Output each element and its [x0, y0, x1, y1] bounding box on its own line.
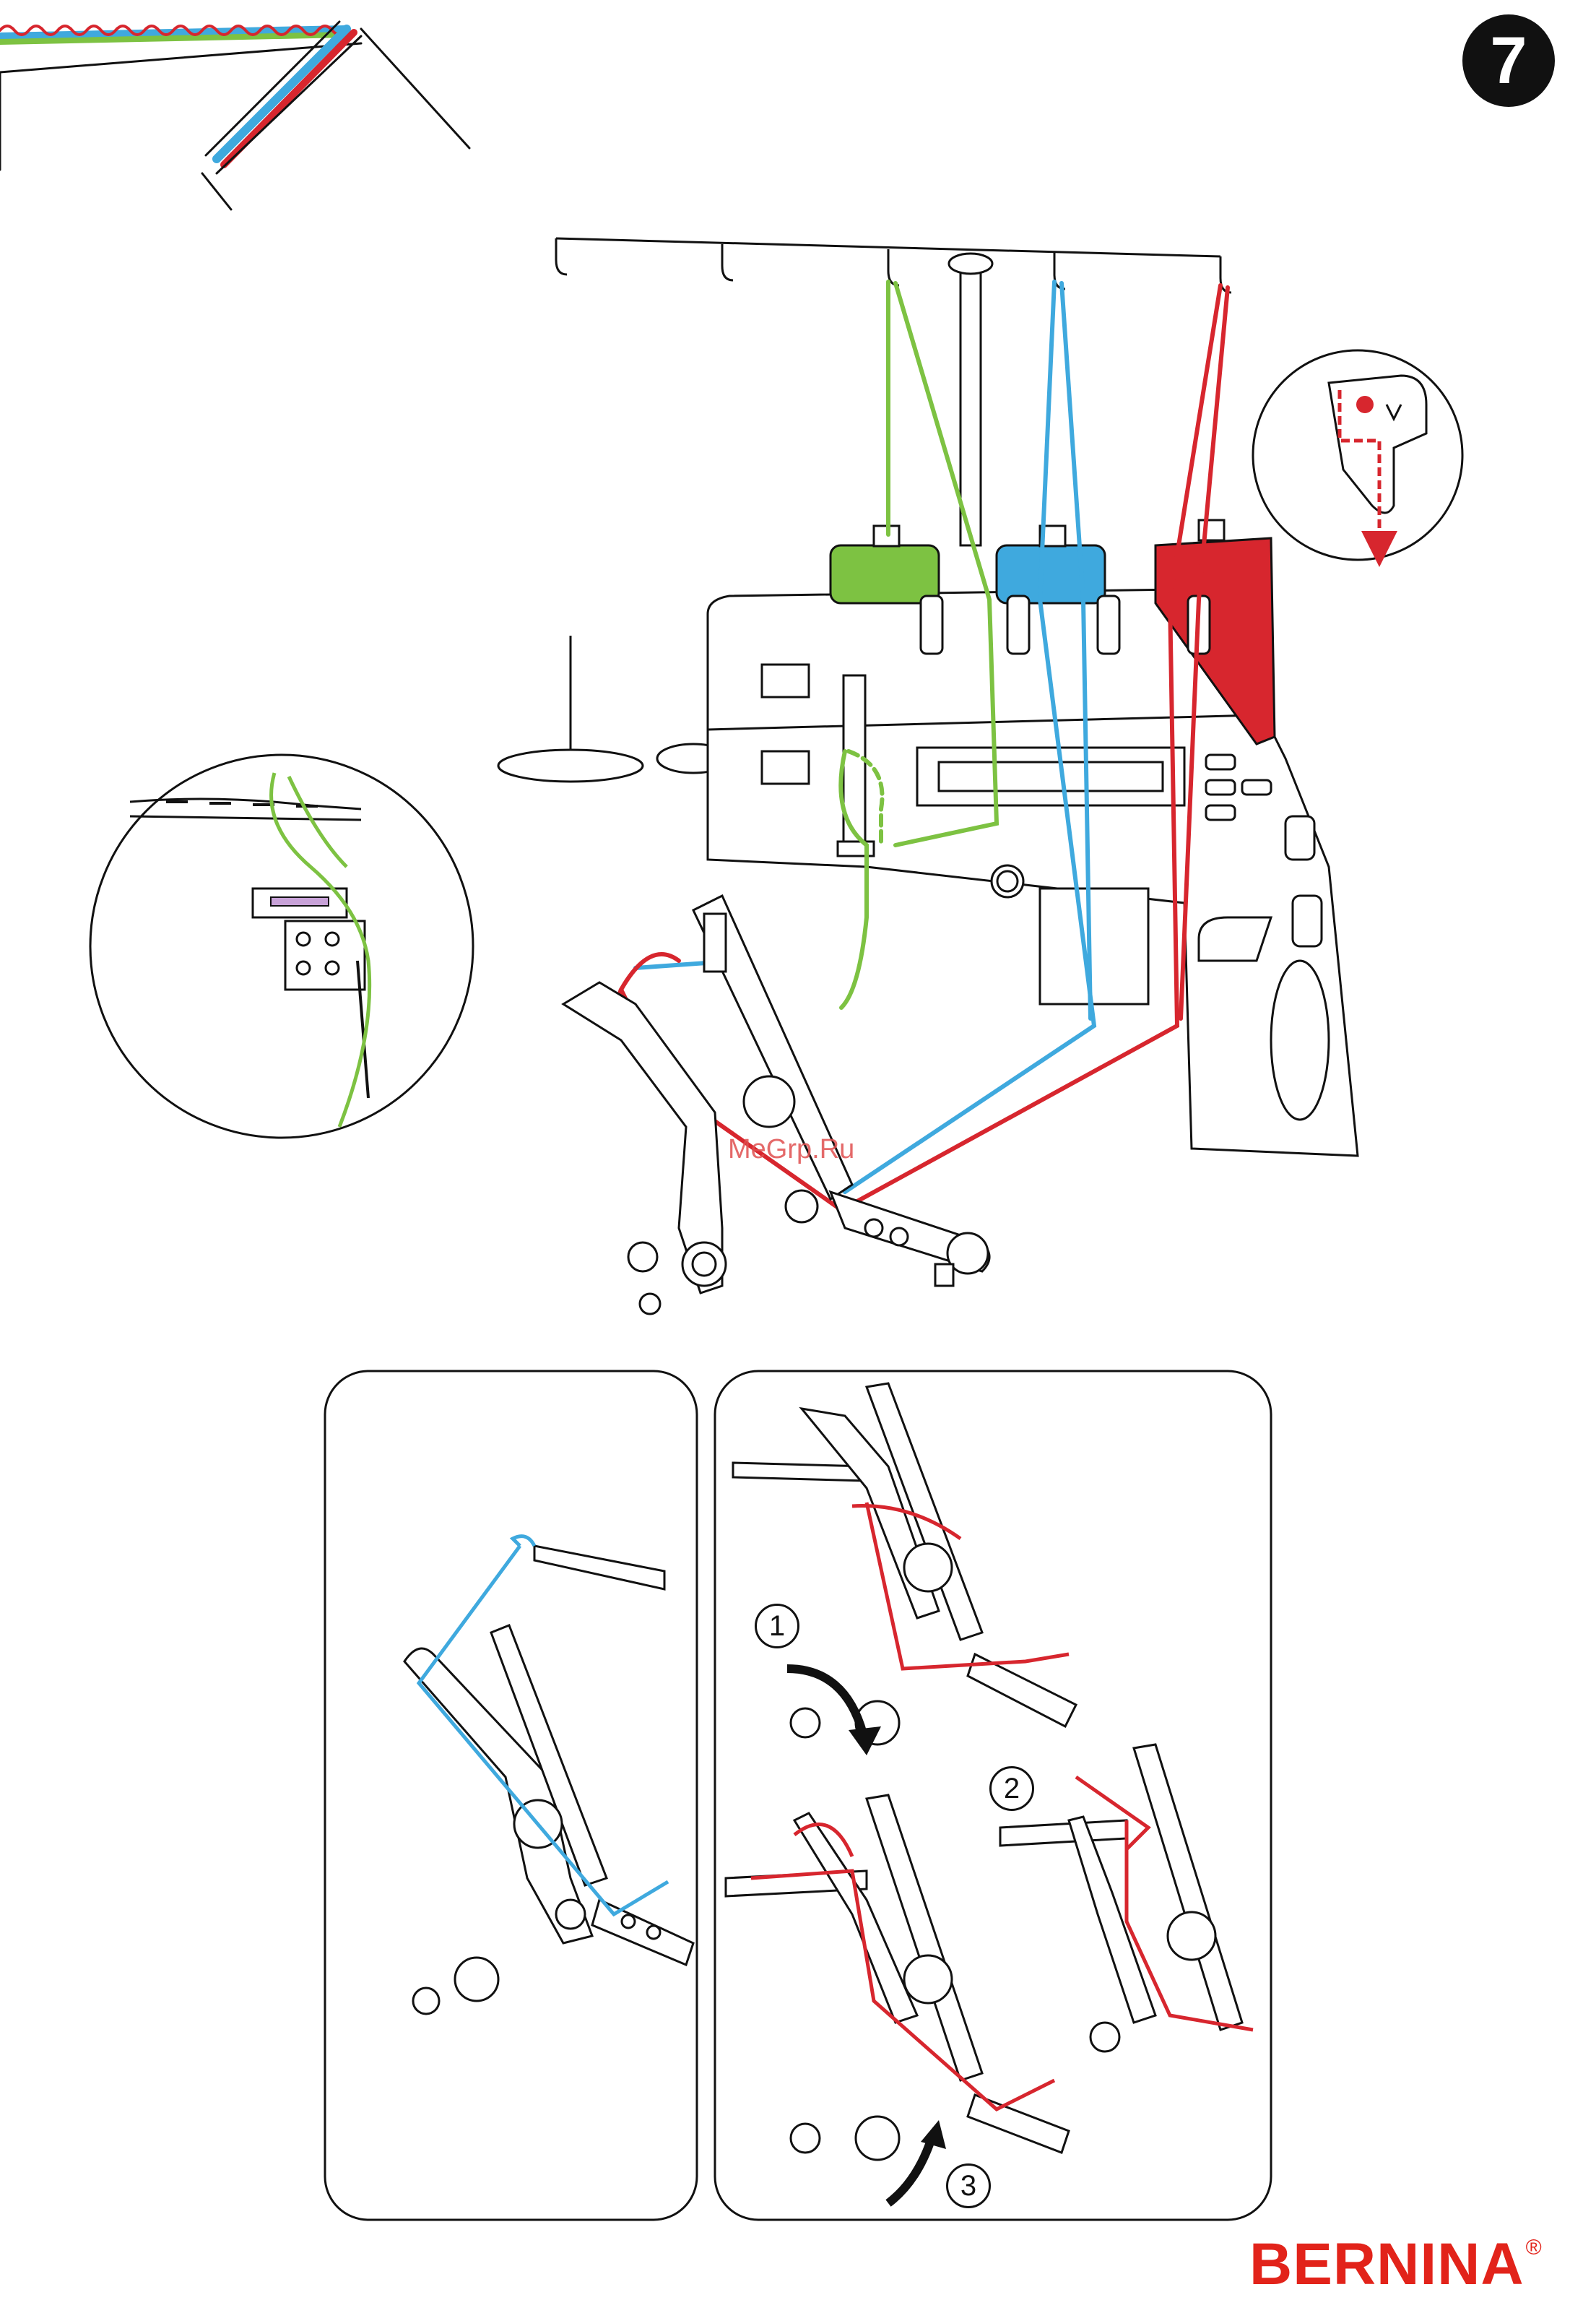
lower-looper-panel [325, 1371, 697, 2220]
sub-step-3-label: 3 [960, 2170, 976, 2202]
looper-mechanism [563, 896, 989, 1314]
stitch-sample [0, 22, 469, 209]
needle-detail [90, 755, 473, 1138]
brand-logo: BERNINA ® [1249, 2236, 1542, 2293]
sub-step-1: 1 [755, 1604, 799, 1648]
registered-mark: ® [1526, 2236, 1542, 2260]
upper-looper-detail [1253, 350, 1462, 560]
watermark: MeGrp.Ru [728, 1134, 854, 1165]
brand-name: BERNINA [1249, 2231, 1525, 2299]
sub-step-3: 3 [946, 2163, 991, 2208]
sub-step-2-label: 2 [1004, 1773, 1020, 1805]
step-number-badge: 7 [1462, 14, 1555, 107]
sub-step-2: 2 [989, 1766, 1034, 1811]
step-number: 7 [1490, 23, 1527, 99]
sub-step-1-label: 1 [769, 1610, 785, 1643]
